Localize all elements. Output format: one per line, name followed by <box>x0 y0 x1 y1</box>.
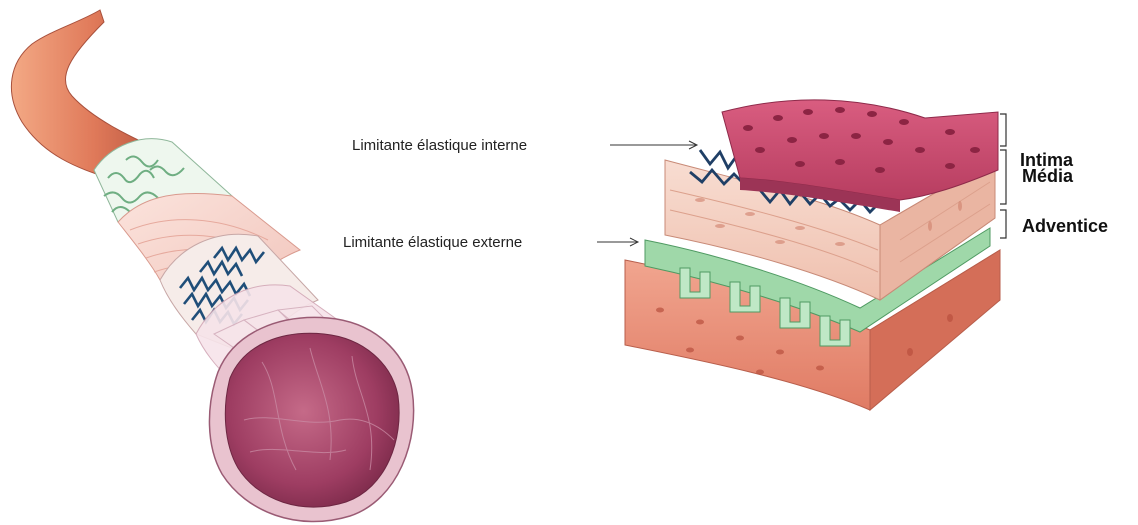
bracket-adventitia <box>1000 210 1006 238</box>
callout-external-elastic-label: Limitante élastique externe <box>343 234 522 251</box>
layer-brackets <box>1000 114 1006 238</box>
callout-internal-elastic: Limitante élastique interne <box>352 137 697 154</box>
callout-internal-elastic-label: Limitante élastique interne <box>352 137 527 154</box>
layer-label-adventitia: Adventice <box>1022 216 1108 236</box>
callout-external-elastic: Limitante élastique externe <box>343 234 638 251</box>
artery-tube-illustration <box>11 10 413 522</box>
bracket-media <box>1000 150 1006 204</box>
lumen <box>225 333 399 507</box>
layer-label-media: Média <box>1022 166 1074 186</box>
artery-wall-layer-block <box>625 100 1000 410</box>
bracket-intima <box>1000 114 1006 146</box>
